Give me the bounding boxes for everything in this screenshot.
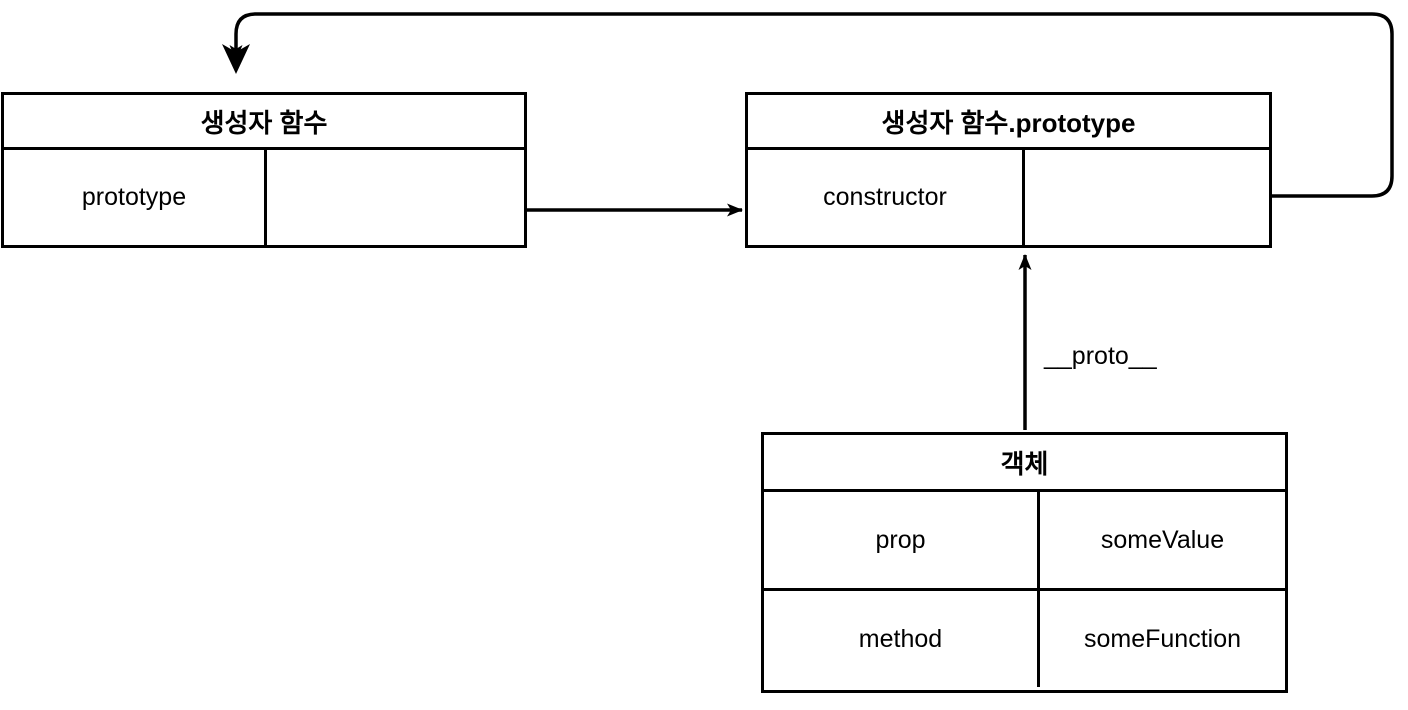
- box-constructor-function-row: prototype: [4, 150, 524, 245]
- box-constructor-function[interactable]: 생성자 함수 prototype: [1, 92, 527, 248]
- cell-method-value: someFunction: [1083, 624, 1242, 653]
- box-constructor-function-prototype-row: constructor: [748, 150, 1269, 245]
- box-object-instance-row-prop: prop someValue: [764, 492, 1285, 588]
- cell-prop-key: prop: [764, 492, 1040, 588]
- box-constructor-function-prototype-header: 생성자 함수.prototype: [748, 95, 1269, 150]
- cell-constructor-value: [1025, 150, 1269, 245]
- cell-prototype-value: [267, 150, 524, 245]
- cell-prototype-key: prototype: [4, 150, 267, 245]
- box-constructor-function-header: 생성자 함수: [4, 95, 524, 150]
- box-object-instance[interactable]: 객체 prop someValue method someFunction: [761, 432, 1288, 693]
- cell-constructor-key: constructor: [748, 150, 1025, 245]
- box-object-instance-header: 객체: [764, 435, 1285, 492]
- cell-prop-value: someValue: [1100, 525, 1225, 554]
- box-object-instance-row-method: method someFunction: [764, 588, 1285, 687]
- box-constructor-function-prototype[interactable]: 생성자 함수.prototype constructor: [745, 92, 1272, 248]
- cell-method-key: method: [764, 591, 1040, 687]
- loop-arrowhead-icon: [222, 44, 250, 74]
- edge-label-proto: __proto__: [1044, 342, 1157, 370]
